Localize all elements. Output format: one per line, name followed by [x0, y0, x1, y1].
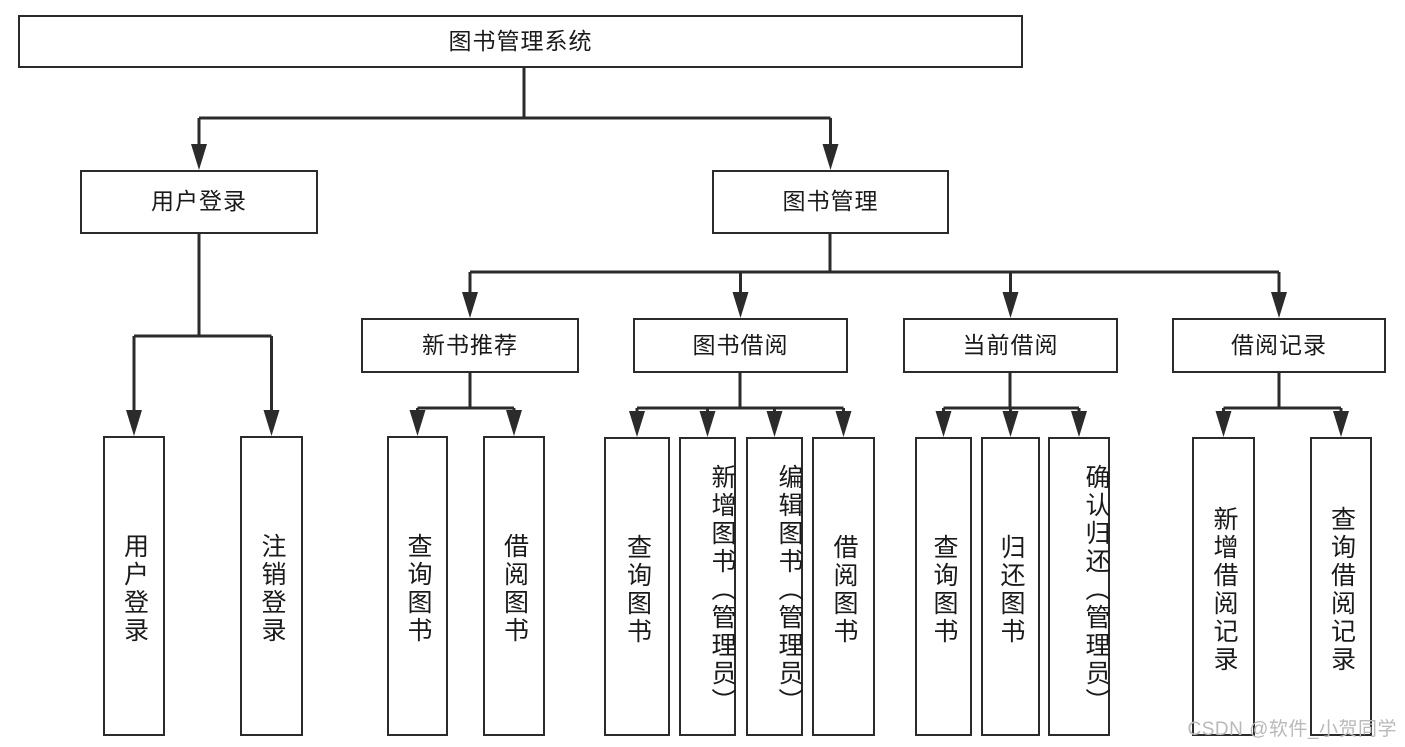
leaf-node-label: 归还图书 — [997, 533, 1025, 646]
leaf-node-label: 用户登录 — [120, 533, 149, 645]
leaf-node-7: 借阅图书 — [812, 437, 875, 736]
level1-node-label: 用户登录 — [151, 188, 247, 215]
leaf-node-label: 借阅图书 — [500, 533, 529, 645]
leaf-node-2: 查询图书 — [387, 436, 448, 736]
level2-node-2: 当前借阅 — [903, 318, 1118, 373]
leaf-node-label: 编辑图书（管理员） — [775, 463, 803, 716]
level2-node-label: 新书推荐 — [422, 331, 518, 358]
level2-node-0: 新书推荐 — [361, 318, 579, 373]
leaf-node-5: 新增图书（管理员） — [679, 437, 736, 736]
level2-node-label: 借阅记录 — [1231, 331, 1327, 358]
level1-node-0: 用户登录 — [80, 170, 318, 234]
leaf-node-11: 新增借阅记录 — [1192, 437, 1255, 736]
leaf-node-3: 借阅图书 — [483, 436, 545, 736]
leaf-node-label: 借阅图书 — [830, 533, 858, 646]
watermark-text: CSDN @软件_小贺同学 — [1187, 719, 1397, 740]
leaf-node-label: 查询图书 — [930, 533, 958, 646]
root-node-0: 图书管理系统 — [18, 15, 1023, 68]
leaf-node-label: 查询图书 — [404, 533, 432, 645]
leaf-node-0: 用户登录 — [103, 436, 165, 736]
leaf-node-6: 编辑图书（管理员） — [746, 437, 803, 736]
level2-node-label: 图书借阅 — [692, 331, 789, 358]
leaf-node-1: 注销登录 — [240, 436, 303, 736]
leaf-node-12: 查询借阅记录 — [1310, 437, 1372, 736]
level1-node-1: 图书管理 — [712, 170, 949, 234]
leaf-node-label: 新增图书（管理员） — [708, 463, 736, 716]
level1-node-label: 图书管理 — [782, 188, 879, 215]
leaf-node-label: 查询借阅记录 — [1327, 505, 1356, 674]
level2-node-1: 图书借阅 — [633, 318, 848, 373]
leaf-node-9: 归还图书 — [981, 437, 1040, 736]
leaf-node-label: 查询图书 — [623, 533, 652, 646]
leaf-node-label: 注销登录 — [258, 533, 286, 645]
level2-node-3: 借阅记录 — [1172, 318, 1386, 373]
leaf-node-8: 查询图书 — [915, 437, 972, 736]
leaf-node-4: 查询图书 — [604, 437, 670, 736]
root-node-label: 图书管理系统 — [448, 27, 593, 54]
leaf-node-label: 确认归还（管理员） — [1082, 463, 1110, 716]
leaf-node-10: 确认归还（管理员） — [1048, 437, 1110, 736]
leaf-node-label: 新增借阅记录 — [1210, 505, 1238, 674]
level2-node-label: 当前借阅 — [962, 331, 1059, 358]
